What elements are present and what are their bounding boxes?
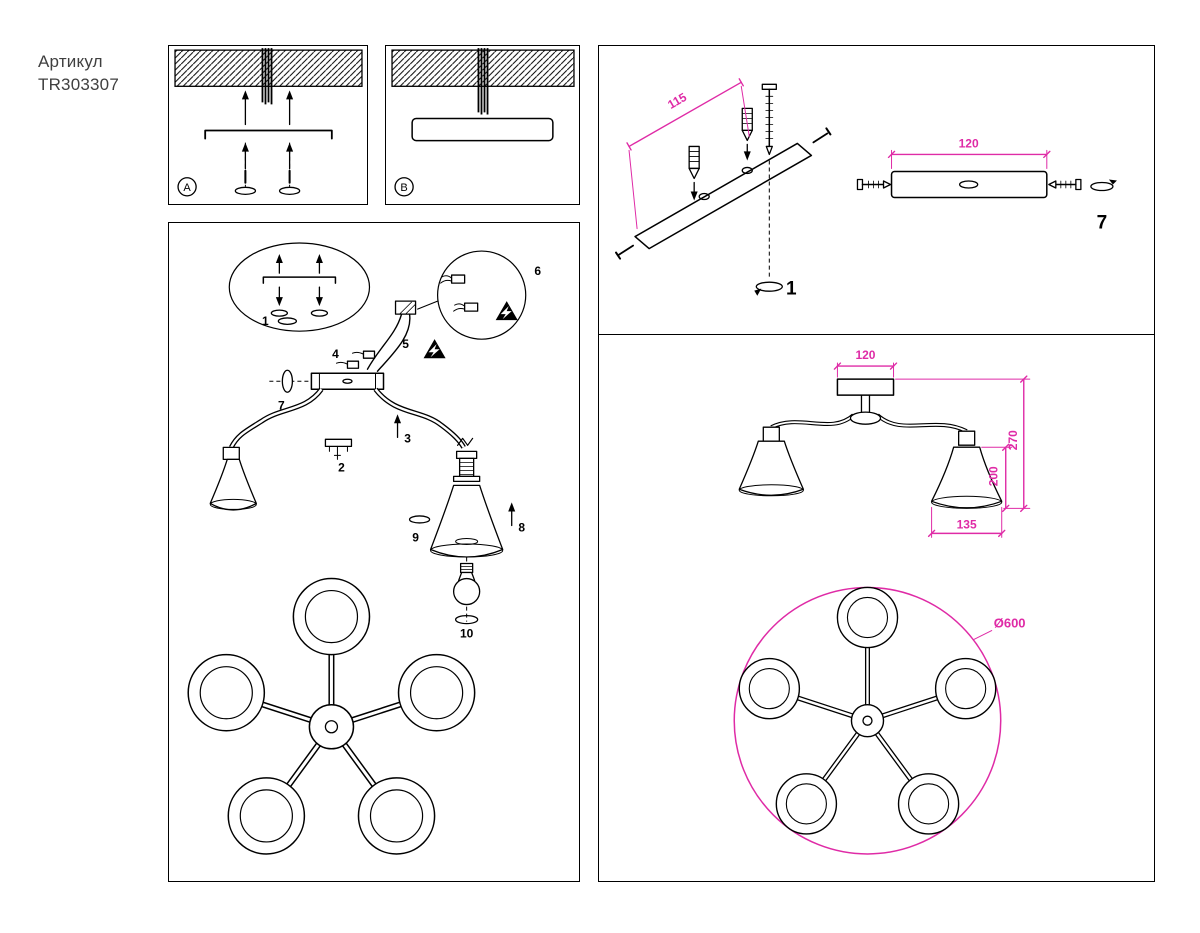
exploded-drawing: 1 6 5 bbox=[187, 242, 541, 855]
dimension-135: 135 bbox=[927, 506, 1006, 538]
shade-ring bbox=[357, 777, 436, 855]
rotation-symbols bbox=[234, 186, 301, 196]
article-label: Артикул bbox=[38, 52, 103, 71]
part-number-3: 3 bbox=[404, 431, 411, 445]
wall-dowel bbox=[688, 145, 700, 201]
wire-connector-block bbox=[366, 300, 417, 372]
dim-270-label: 270 bbox=[1006, 430, 1020, 450]
bracket-drawing: 1 115 bbox=[615, 78, 1117, 300]
shade-ring bbox=[397, 653, 476, 732]
dimension-120-plate: 120 bbox=[887, 136, 1051, 169]
wire-bundle bbox=[477, 48, 489, 115]
part-number-6: 6 bbox=[534, 264, 541, 278]
electric-warning-icon bbox=[423, 339, 446, 359]
canopy-plate bbox=[411, 117, 554, 142]
article-block: Артикул TR303307 bbox=[38, 50, 119, 96]
chandelier-top-view bbox=[738, 586, 997, 835]
shade-ring bbox=[187, 653, 266, 732]
shade-ring bbox=[292, 577, 371, 656]
mounting-bracket bbox=[204, 129, 333, 140]
lamp-shade-left bbox=[209, 446, 257, 511]
wire-terminals bbox=[335, 350, 376, 369]
wall-dowel bbox=[741, 107, 753, 161]
electric-warning-icon bbox=[495, 301, 518, 321]
dimension-drawing: 120 270 200 135 bbox=[733, 348, 1031, 855]
part-number-8: 8 bbox=[518, 520, 525, 534]
socket-assembly bbox=[452, 437, 481, 483]
lamp-arms bbox=[229, 387, 466, 449]
dimension-120-top: 120 bbox=[833, 348, 898, 378]
article-number: TR303307 bbox=[38, 75, 119, 94]
bracket-detail-oval bbox=[228, 242, 371, 332]
shade-ring bbox=[738, 657, 801, 720]
dim-115-label: 115 bbox=[665, 90, 689, 112]
step-number-7: 7 bbox=[1097, 213, 1108, 234]
shade-ring bbox=[897, 773, 960, 835]
shade-ring bbox=[836, 586, 899, 649]
ceiling-hatch bbox=[391, 49, 575, 87]
light-bulb bbox=[452, 557, 481, 625]
part-number-10: 10 bbox=[460, 627, 474, 641]
mounting-clip bbox=[324, 438, 353, 460]
retaining-ring bbox=[408, 515, 431, 524]
part-number-1: 1 bbox=[262, 314, 269, 328]
part-number-7: 7 bbox=[278, 398, 285, 412]
dim-200-label: 200 bbox=[987, 466, 1001, 486]
cap-nut bbox=[281, 369, 294, 393]
panel-exploded-view: 1 6 5 bbox=[168, 222, 580, 882]
shade-ring bbox=[227, 777, 306, 855]
canopy-bar bbox=[269, 369, 385, 393]
panel-bracket-dims: 1 115 bbox=[598, 45, 1155, 335]
dowel-arrows bbox=[241, 90, 294, 126]
part-number-4: 4 bbox=[332, 347, 339, 361]
dimension-200: 200 bbox=[981, 443, 1013, 513]
lamp-shade-left bbox=[738, 426, 805, 497]
step-b-badge: B bbox=[394, 177, 414, 197]
dim-120-top-label: 120 bbox=[855, 348, 875, 362]
dim-diameter-label: Ø600 bbox=[994, 616, 1026, 631]
part-number-9: 9 bbox=[412, 530, 419, 544]
dimension-270: 270 bbox=[895, 375, 1031, 513]
dimension-115: 115 bbox=[626, 78, 750, 230]
shade-ring bbox=[934, 657, 997, 720]
hub bbox=[850, 703, 885, 738]
part-number-5: 5 bbox=[402, 337, 409, 351]
screw-arrows bbox=[241, 142, 294, 187]
dim-120-plate-label: 120 bbox=[959, 136, 979, 150]
step-b-drawing: B bbox=[391, 48, 575, 197]
mounting-screw bbox=[754, 83, 783, 296]
part-number-2: 2 bbox=[338, 460, 345, 474]
lamp-shade-right bbox=[930, 430, 1003, 509]
panel-step-b: B bbox=[385, 45, 580, 205]
step-number-1: 1 bbox=[786, 279, 797, 300]
wiring-detail-balloon bbox=[417, 250, 527, 340]
step-a-badge: A bbox=[177, 177, 197, 197]
shade-ring bbox=[775, 773, 838, 835]
chandelier-front-view bbox=[738, 378, 1003, 509]
wire-bundle bbox=[261, 48, 273, 105]
dim-135-label: 135 bbox=[957, 517, 977, 531]
lamp-shade-right bbox=[429, 484, 504, 558]
step-a-label: A bbox=[183, 182, 191, 194]
chandelier-top-view bbox=[187, 577, 476, 855]
canopy-plate-side bbox=[856, 170, 1082, 199]
mounting-bracket-perspective bbox=[615, 127, 832, 260]
step-a-drawing: A bbox=[174, 48, 363, 197]
rotation-symbol-1 bbox=[277, 317, 298, 326]
panel-dimension-views: 120 270 200 135 bbox=[598, 334, 1155, 882]
step-b-label: B bbox=[400, 182, 407, 194]
panel-step-a: A bbox=[168, 45, 368, 205]
hub bbox=[308, 703, 355, 750]
rotation-symbol-7 bbox=[1090, 179, 1117, 192]
